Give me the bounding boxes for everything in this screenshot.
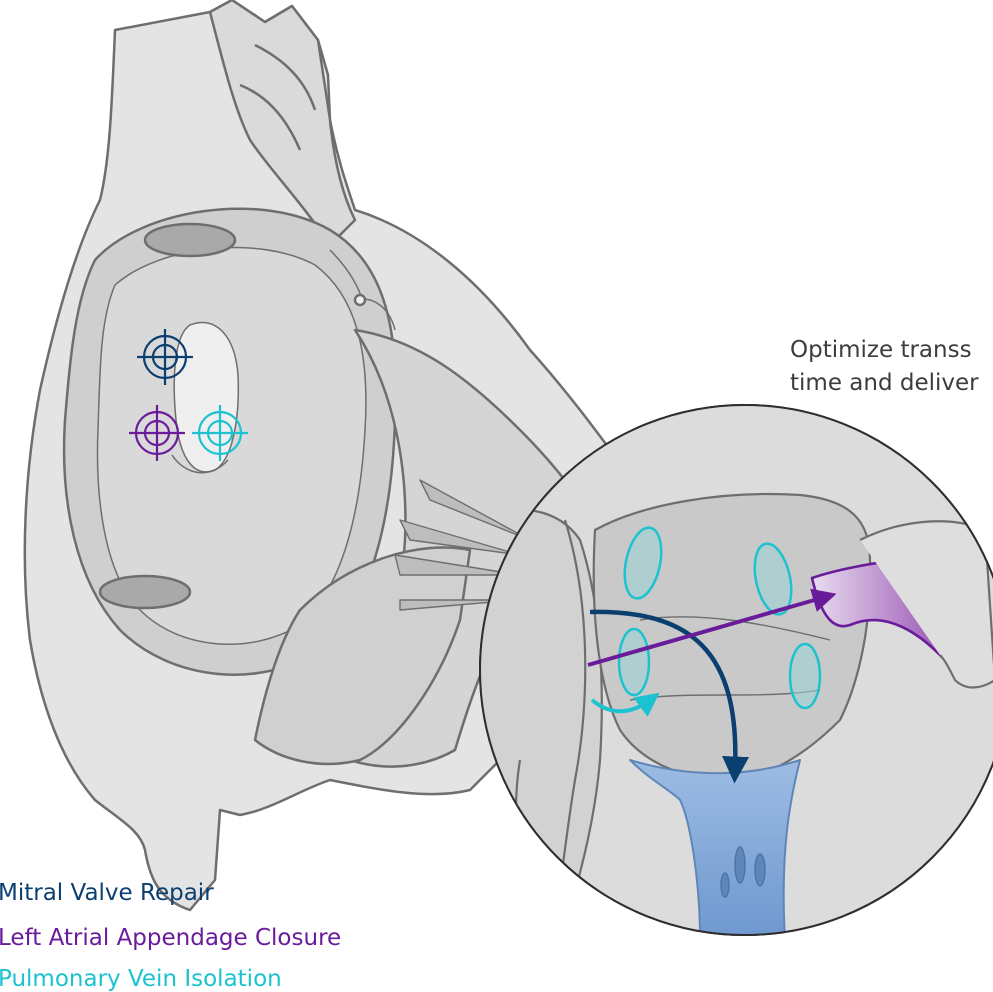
legend-item-mitral-valve-repair: Mitral Valve Repair: [0, 880, 214, 906]
inferior-vena-cava-opening: [100, 576, 190, 608]
legend-item-left-atrial-appendage-closure: Left Atrial Appendage Closure: [0, 925, 341, 951]
superior-vena-cava-opening: [145, 224, 235, 256]
legend-item-pulmonary-vein-isolation: Pulmonary Vein Isolation: [0, 966, 282, 992]
caption-line-2: time and deliver: [790, 370, 979, 396]
heart-illustration: [0, 0, 993, 972]
caption-line-1: Optimize transs: [790, 337, 972, 363]
valve-knob: [355, 295, 365, 305]
